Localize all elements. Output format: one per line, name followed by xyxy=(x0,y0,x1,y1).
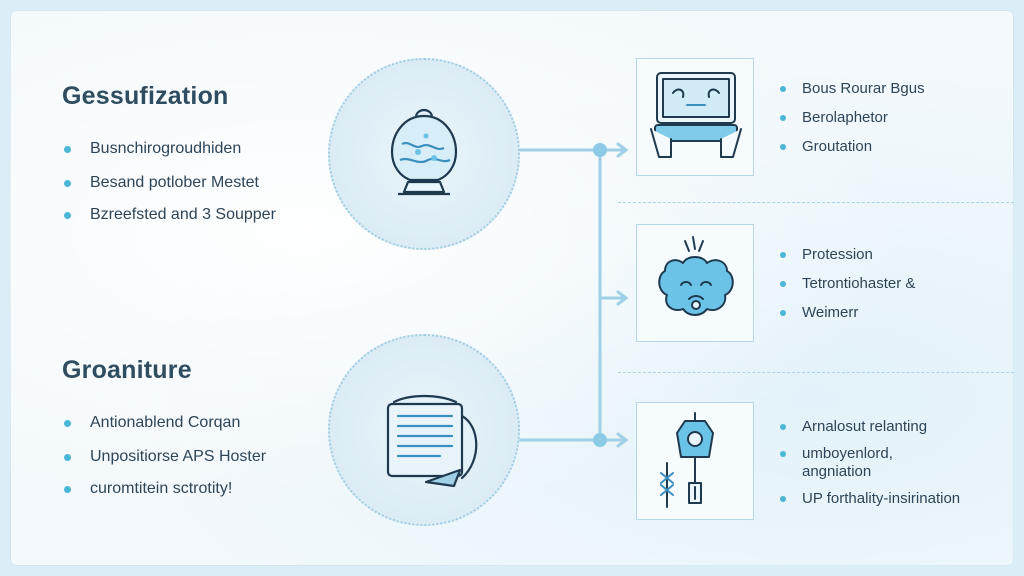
list-item: Unpositiorse APS Hoster xyxy=(62,448,266,466)
bullet-dot xyxy=(64,146,71,153)
bullet-dot xyxy=(780,252,786,258)
list-item: Bous Rourar Bgus xyxy=(778,80,925,98)
list-item: Berolaphetor xyxy=(778,109,925,127)
list-item: UP forthality-insirination xyxy=(778,490,960,508)
section-1-bullets: Busnchirogroudhiden Besand potlober Mest… xyxy=(62,140,276,224)
section-1-circle xyxy=(328,58,520,250)
connector-lines xyxy=(518,142,629,448)
divider-2 xyxy=(618,372,1014,373)
bullet-dot xyxy=(780,115,786,121)
list-item: Groutation xyxy=(778,138,925,156)
section-2-bullets: Antionablend Corqan Unpositiorse APS Hos… xyxy=(62,414,266,498)
bullet-dot xyxy=(64,420,71,427)
diagram-canvas: Gessufization Busnchirogroudhiden Besand… xyxy=(10,10,1014,566)
panel-3-icon-box xyxy=(636,402,754,520)
list-item: umboyenlord, angniation xyxy=(778,445,952,481)
bullet-dot xyxy=(780,496,786,502)
panel-2-bullets: Protession Tetrontiohaster & Weimerr xyxy=(778,246,915,322)
list-item: Tetrontiohaster & xyxy=(778,275,915,293)
bullet-dot xyxy=(780,281,786,287)
panel-3-bullets: Arnalosut relanting umboyenlord, angniat… xyxy=(778,418,960,508)
monitor-hands-icon xyxy=(650,72,742,158)
list-item: curomtitein sctrotity! xyxy=(62,480,266,498)
section-2-circle xyxy=(328,334,520,526)
cloud-face-icon xyxy=(658,236,734,316)
bullet-dot xyxy=(780,451,786,457)
list-item: Protession xyxy=(778,246,915,264)
bullet-dot xyxy=(64,454,71,461)
bullet-dot xyxy=(64,486,71,493)
panel-1-bullets: Bous Rourar Bgus Berolaphetor Groutation xyxy=(778,80,925,156)
document-stack-icon xyxy=(386,394,478,488)
list-item: Bzreefsted and 3 Soupper xyxy=(62,206,276,224)
bullet-dot xyxy=(780,310,786,316)
bullet-dot xyxy=(780,86,786,92)
robot-tool-icon xyxy=(660,412,714,508)
bullet-dot xyxy=(780,144,786,150)
globe-vase-icon xyxy=(390,108,458,196)
list-item: Besand potlober Mestet xyxy=(62,174,276,192)
bullet-dot xyxy=(64,180,71,187)
bullet-dot xyxy=(64,212,71,219)
section-title-2: Groaniture xyxy=(62,356,192,384)
panel-2-icon-box xyxy=(636,224,754,342)
list-item: Antionablend Corqan xyxy=(62,414,266,432)
bullet-dot xyxy=(780,424,786,430)
section-title-1: Gessufization xyxy=(62,82,229,110)
divider-1 xyxy=(618,202,1014,203)
panel-1-icon-box xyxy=(636,58,754,176)
list-item: Weimerr xyxy=(778,304,915,322)
list-item: Busnchirogroudhiden xyxy=(62,140,276,158)
list-item: Arnalosut relanting xyxy=(778,418,960,436)
